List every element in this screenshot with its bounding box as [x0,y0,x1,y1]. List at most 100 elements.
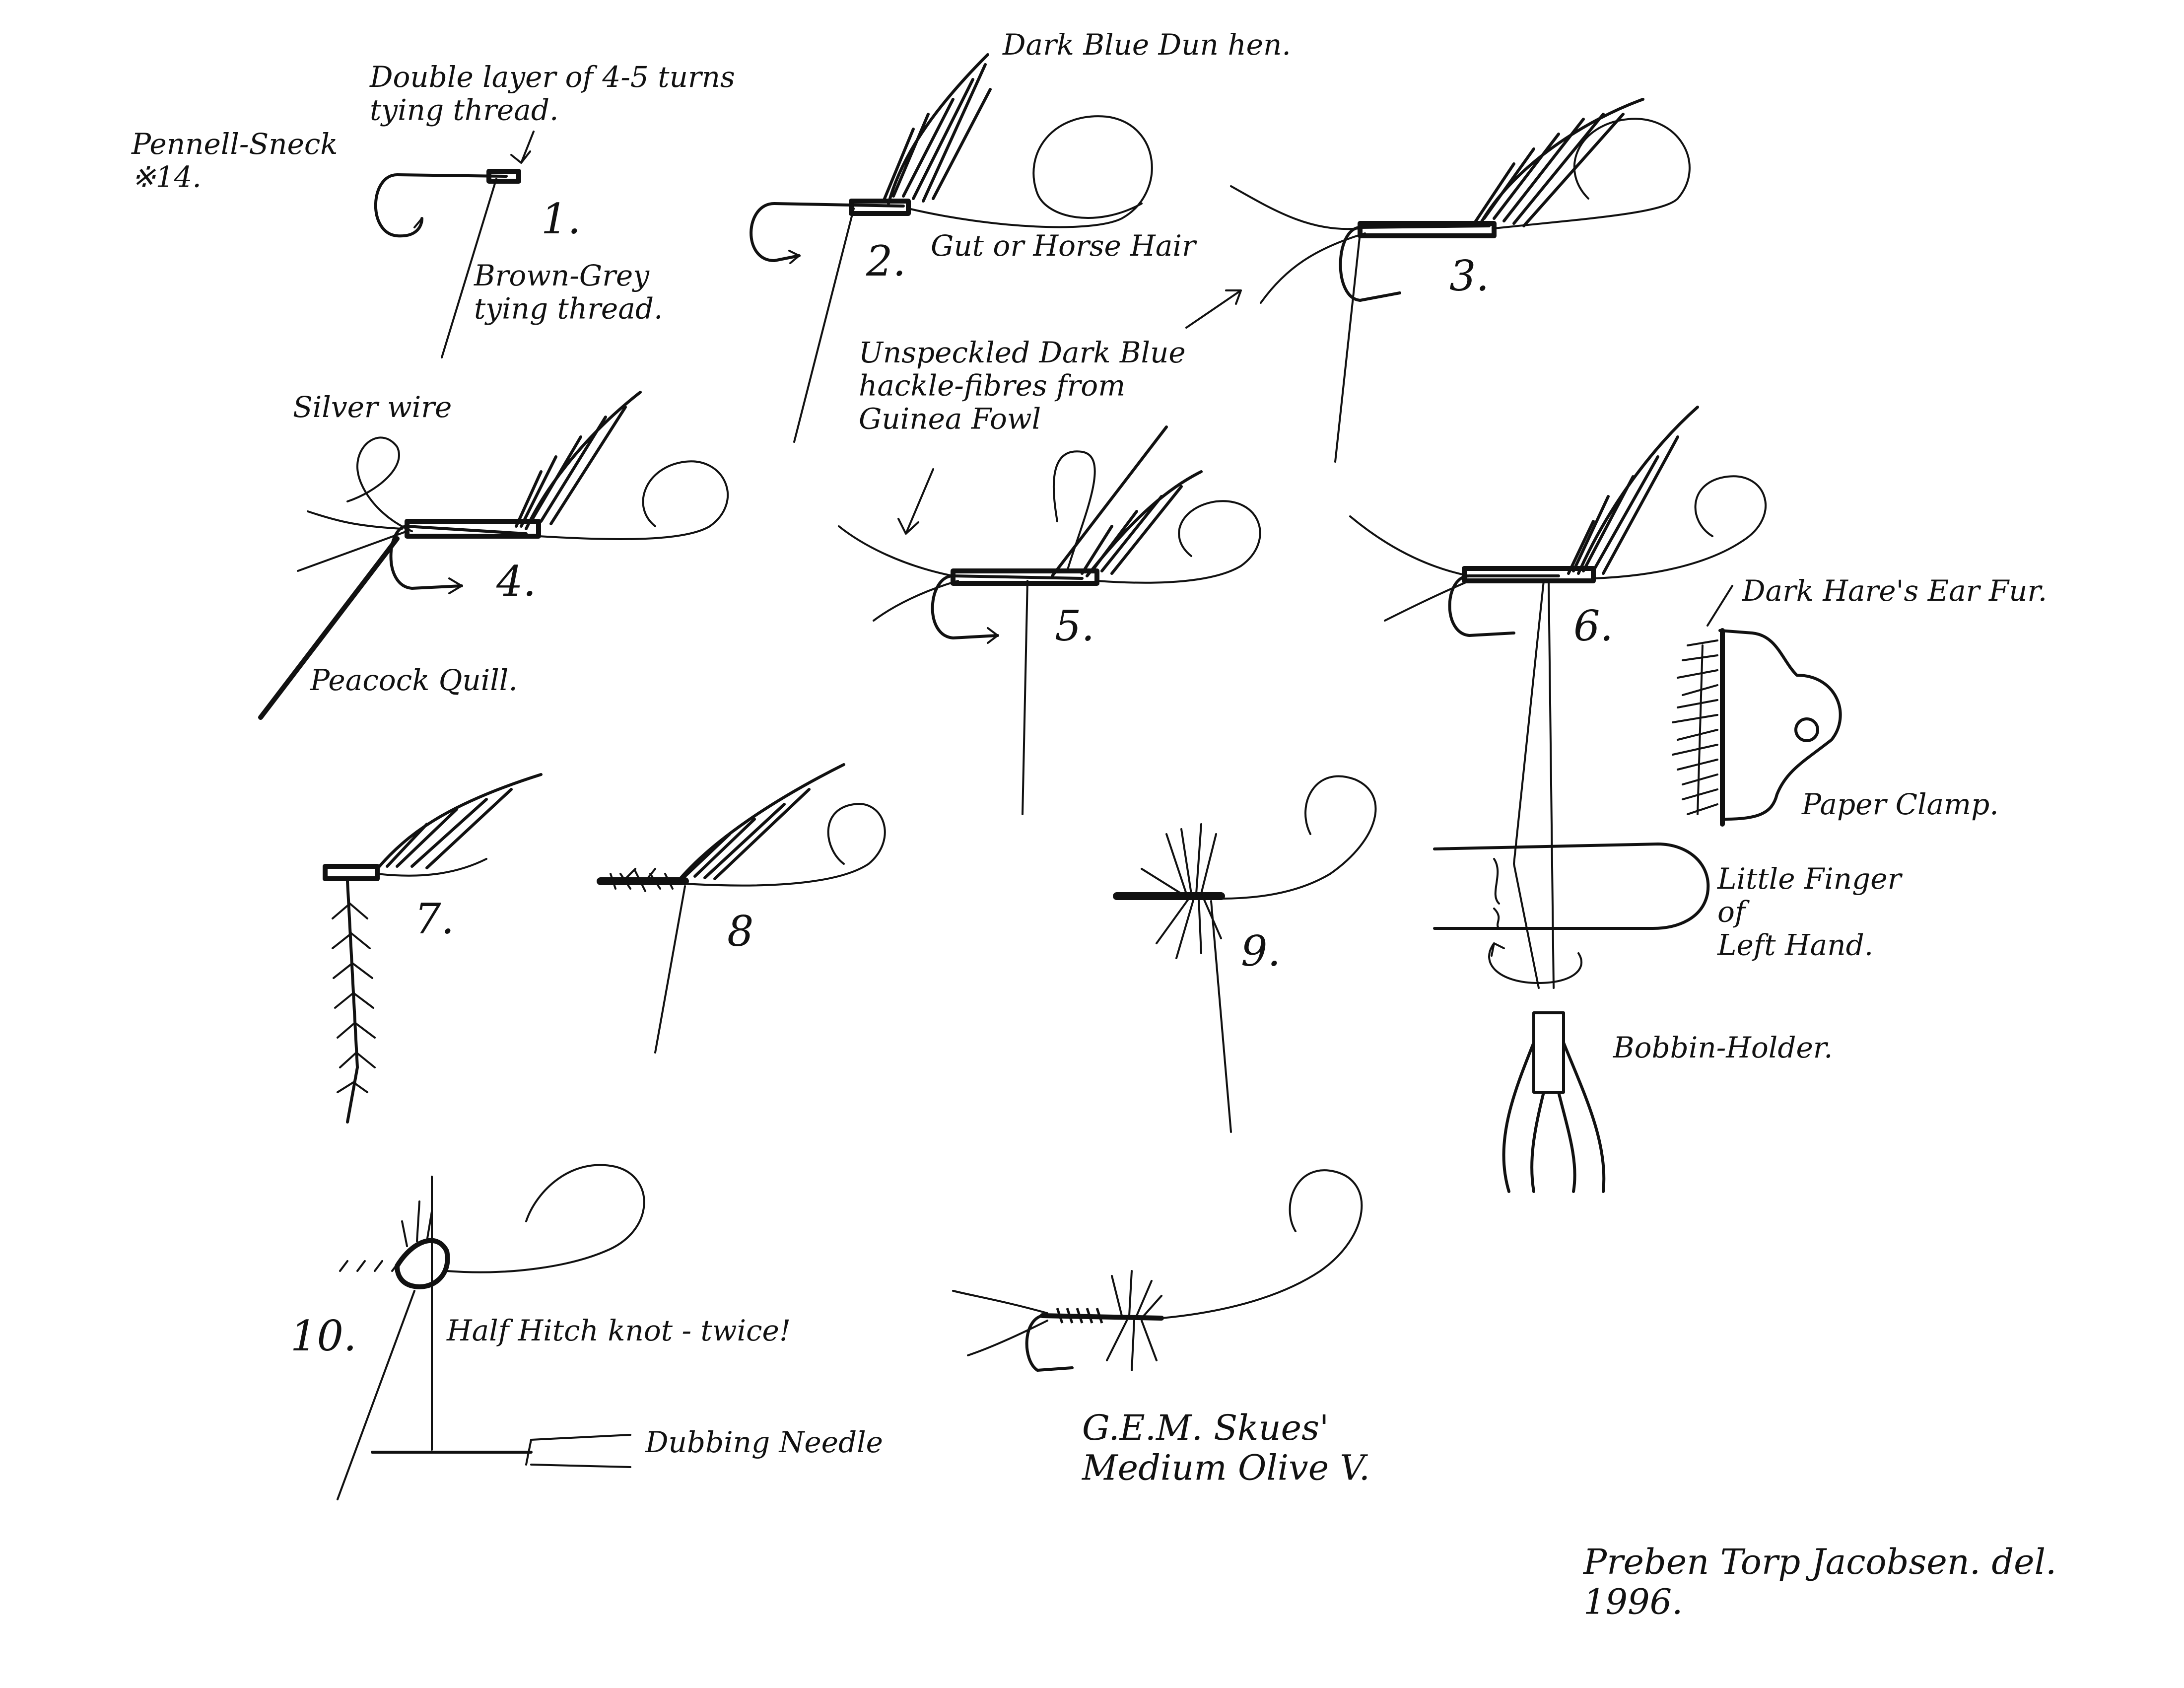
step-7-quill-fibres [332,903,376,1093]
step-5-hackle-feather [1081,470,1203,577]
step-8-tying-thread [654,885,686,1054]
hares-ear-pointer [1706,585,1733,627]
step-4-figure [258,391,729,720]
step-10-figure [337,1164,645,1500]
step-5-pointer-arrow [897,468,934,535]
label-line: Double layer of 4-5 turns [369,60,735,94]
step-7-hackle-feather [376,773,543,870]
label-line: Little Finger [1717,862,1903,896]
step-3-wraps [1358,221,1497,238]
label-bobbin: Bobbin-Holder. [1613,1031,1833,1064]
label-line: Left Hand. [1717,928,1873,962]
label-line: tying thread. [370,93,558,127]
finished-fly-hook-bend [1025,1314,1074,1372]
step-2-horse-hair [907,115,1153,228]
step-8-hackle-feather [679,763,845,880]
step-number-9: 9. [1241,927,1281,976]
label-gut: Gut or Horse Hair [931,229,1197,263]
step-4-silver-wire [346,436,413,532]
step-6-body-wraps [1462,566,1596,583]
step-3-hackle-feather [1473,98,1644,227]
step-6-hackle-feather [1567,406,1699,575]
hares-ear-fur [1672,639,1718,815]
step-number-10: 10. [290,1312,357,1360]
step-6-whisk [1349,515,1470,577]
label-hook: Pennell-Sneck※14. [131,127,338,194]
label-line: Guinea Fowl [859,402,1041,435]
label-paper-clamp: Paper Clamp. [1801,787,1999,821]
step-10-dubbing-needle-handle [525,1434,631,1468]
step-6-hook [1448,574,1560,637]
label-line: hackle-fibres from [859,369,1125,403]
step-5-hook-arrow [987,627,999,644]
step-1-hook-barb [413,217,423,228]
step-2-hook [750,202,905,262]
step-5-peacock-quill [1051,425,1168,577]
finished-fly-hackle [1106,1270,1162,1371]
label-hares-ear: Dark Hare's Ear Fur. [1742,574,2047,608]
step-2-hackle-feather [882,53,992,205]
finished-fly-figure [952,1169,1363,1372]
step-5-whisk [838,525,954,577]
step-8-figure [597,763,886,1054]
step-4-hook-arrow [448,577,463,594]
step-number-5: 5. [1055,602,1094,650]
step-4-peacock-quill [258,536,400,720]
step-number-4: 4. [496,557,536,606]
step-4-whisk [307,510,403,530]
step-7-peacock-quill [346,880,359,1124]
paper-clamp-figure [1672,585,1842,827]
step-2-figure [750,53,1153,443]
label-signature: Preben Torp Jacobsen. del.1996. [1582,1542,2056,1622]
step-10-hackle-collar [395,1238,450,1289]
step-number-8: 8 [727,907,753,956]
step-4-hackle-feather [515,391,642,530]
step-4-tying-thread [297,530,408,572]
step-3-pointer-arrow [1185,289,1242,329]
step-7-shank [323,864,380,881]
step-5-gut-loop [1096,500,1261,584]
step-6-gut-loop [1592,475,1767,579]
step-10-gut-loop [446,1164,645,1273]
bobbin-holder-body [1532,1011,1565,1094]
step-3-whisk [1230,185,1361,230]
label-pattern-name: G.E.M. Skues'Medium Olive V. [1081,1407,1370,1488]
label-line: Brown-Grey [474,259,650,292]
step-2-gut-arrow [788,250,800,264]
step-5-body-wraps [951,568,1099,586]
step-9-tying-thread [1210,900,1232,1133]
step-9-gut-loop [1220,775,1377,900]
step-6-tying-thread-left [1513,580,1545,989]
paper-clamp-hole [1794,717,1819,742]
step-5-silver-wire-loop [1052,450,1096,572]
step-7-figure [323,773,543,1124]
little-finger-knuckles [1493,858,1500,929]
step-9-hackle-collar [1141,823,1222,959]
step-1-tying-thread [441,178,497,358]
label-dark-blue-dun: Dark Blue Dun hen. [1002,28,1291,62]
finished-fly-ribs [1056,1308,1103,1324]
label-line: Pennell-Sneck [131,127,338,161]
step-8-dubbing-fuzz [610,868,674,892]
step-number-1: 1. [541,195,581,243]
label-silver-wire: Silver wire [293,390,452,424]
step-10-hackle-tips [401,1200,433,1247]
step-7-gut [376,858,487,877]
label-peacock: Peacock Quill. [310,663,518,697]
step-1-hook [374,173,508,238]
finished-fly-gut-loop [1160,1169,1363,1319]
step-2-tying-thread [793,208,855,443]
step-5-lower-fibres [873,580,959,622]
step-8-gut-loop [684,803,886,887]
little-finger [1433,843,1710,930]
step-1-figure [374,131,535,358]
step-number-2: 2. [866,237,906,285]
step-6-tying-thread-right [1548,580,1555,989]
step-number-6: 6. [1573,602,1613,650]
finger-bobbin-figure [1433,843,1710,1193]
finished-fly-whisks [952,1290,1048,1356]
paper-clamp-body [1718,629,1842,821]
